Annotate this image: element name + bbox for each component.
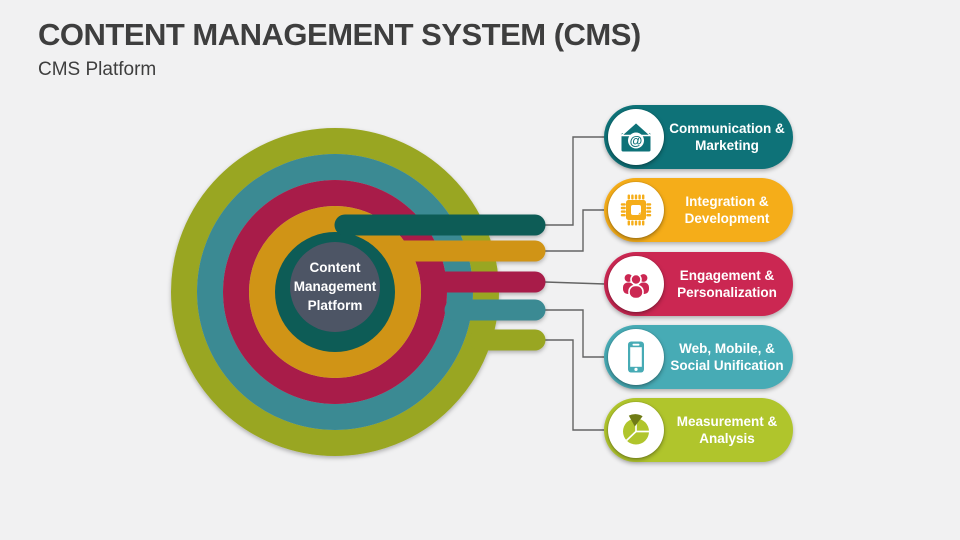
pill-engagement-personalization: Engagement & Personalization bbox=[604, 252, 793, 316]
smartphone-icon bbox=[628, 341, 644, 373]
chip-icon bbox=[620, 194, 652, 226]
people-icon-circle bbox=[608, 256, 664, 312]
platform-label-line1: Content bbox=[310, 260, 361, 275]
pill-label-line2: Personalization bbox=[677, 285, 777, 300]
pill-measurement-analysis: Measurement & Analysis bbox=[604, 398, 793, 462]
smartphone-icon-circle bbox=[608, 329, 664, 385]
pill-label-line2: Social Unification bbox=[670, 358, 784, 373]
people-group-icon bbox=[623, 273, 649, 300]
pill-label: Engagement & Personalization bbox=[666, 252, 788, 316]
pill-label: Web, Mobile, & Social Unification bbox=[666, 325, 788, 389]
pill-label: Measurement & Analysis bbox=[666, 398, 788, 462]
pill-label-line1: Measurement & bbox=[676, 414, 778, 429]
connector-communication-marketing bbox=[545, 136, 605, 226]
email-icon-circle: @ bbox=[608, 109, 664, 165]
svg-text:@: @ bbox=[630, 133, 643, 148]
slide-subtitle: CMS Platform bbox=[38, 59, 157, 80]
pill-label-line1: Communication & bbox=[669, 121, 785, 136]
ring-integration-development bbox=[249, 206, 421, 378]
pie-chart-icon bbox=[623, 414, 649, 445]
pill-label-line1: Integration & bbox=[685, 194, 769, 209]
platform-label-line2: Management bbox=[294, 279, 377, 294]
pill-label-line1: Engagement & bbox=[679, 268, 775, 283]
connector-integration-development bbox=[545, 209, 605, 252]
connector-web-mobile-social bbox=[545, 309, 605, 358]
pill-label-line2: Analysis bbox=[699, 431, 755, 446]
slide-title: CONTENT MANAGEMENT SYSTEM (CMS) bbox=[38, 17, 641, 52]
email-at-icon: @ bbox=[619, 121, 653, 152]
pill-label-line2: Marketing bbox=[695, 138, 759, 153]
pill-label: Integration & Development bbox=[666, 178, 788, 242]
connector-engagement-personalization bbox=[544, 281, 606, 285]
pill-communication-marketing: @ Communication & Marketing bbox=[604, 105, 793, 169]
pill-label-line1: Web, Mobile, & bbox=[679, 341, 775, 356]
connector-measurement-analysis bbox=[545, 339, 605, 431]
platform-circle bbox=[290, 242, 380, 332]
pill-web-mobile-social: Web, Mobile, & Social Unification bbox=[604, 325, 793, 389]
pill-label: Communication & Marketing bbox=[666, 105, 788, 169]
pill-integration-development: Integration & Development bbox=[604, 178, 793, 242]
chip-icon-circle bbox=[608, 182, 664, 238]
pill-label-line2: Development bbox=[684, 211, 770, 226]
pie-chart-icon-circle bbox=[608, 402, 664, 458]
platform-label-line3: Platform bbox=[308, 298, 363, 313]
